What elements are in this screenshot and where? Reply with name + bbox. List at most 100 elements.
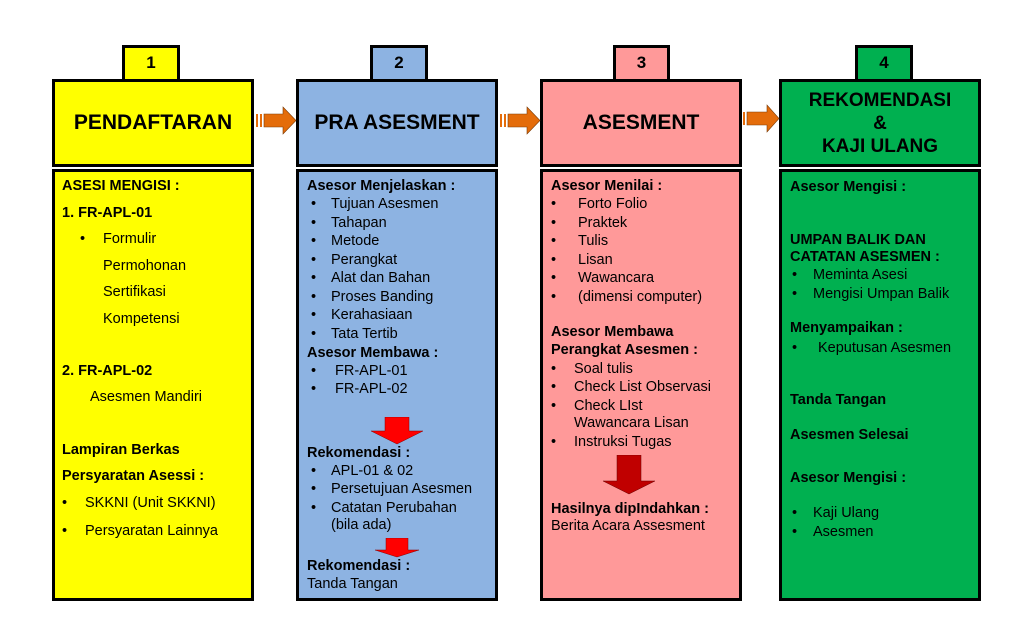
bullet: • bbox=[551, 361, 557, 377]
rec-item: Persetujuan Asesmen bbox=[331, 481, 473, 497]
done-label: Asesmen Selesai bbox=[790, 427, 909, 443]
step-4-title-line: REKOMENDASI bbox=[808, 89, 952, 111]
bullet: • bbox=[792, 505, 798, 521]
step-3-number: 3 bbox=[613, 45, 670, 82]
sign-label: Tanda Tangan bbox=[790, 392, 887, 408]
bullet: • bbox=[311, 307, 317, 323]
down-arrow-icon bbox=[374, 538, 420, 558]
bullet: • bbox=[551, 196, 557, 212]
rec-item: Catatan Perubahan bbox=[331, 500, 457, 516]
bring-item: Check LIst bbox=[574, 398, 643, 414]
step-3-content: Asesor Menilai : • Forto Folio • Praktek • Tu… bbox=[540, 169, 742, 601]
step-2-heading: Asesor Menjelaskan : bbox=[307, 178, 456, 194]
bring-item: Soal tulis bbox=[574, 361, 633, 377]
down-arrow-icon bbox=[602, 455, 656, 495]
list-item: Proses Banding bbox=[331, 288, 434, 305]
list-item: Tulis bbox=[578, 233, 609, 250]
bullet: • bbox=[792, 286, 798, 302]
step-2-content: Asesor Menjelaskan : •Tujuan Asesmen•Tah… bbox=[296, 169, 498, 601]
list-item: Lisan bbox=[578, 251, 613, 268]
result-heading: Hasilnya dipIndahkan : bbox=[551, 501, 709, 517]
rec2-heading: Rekomendasi : bbox=[307, 558, 411, 574]
bring-item: Instruksi Tugas bbox=[574, 434, 672, 450]
rec-item: APL-01 & 02 bbox=[331, 463, 414, 479]
form2-desc: Asesmen Mandiri bbox=[90, 389, 203, 405]
step-1-title: PENDAFTARAN bbox=[52, 79, 254, 167]
feedback-item: Mengisi Umpan Balik bbox=[813, 286, 950, 302]
bullet: • bbox=[551, 233, 557, 250]
attach-heading: Lampiran Berkas bbox=[62, 442, 180, 458]
rec-item: (bila ada) bbox=[331, 517, 392, 533]
step-4-title-line: KAJI ULANG bbox=[821, 135, 939, 157]
feedback-item: Meminta Asesi bbox=[813, 267, 908, 283]
list-item: Forto Folio bbox=[578, 196, 648, 212]
step-2-title: PRA ASESMENT bbox=[296, 79, 498, 167]
right-arrow-icon bbox=[743, 104, 780, 133]
bullet: • bbox=[551, 270, 557, 287]
bullet: • bbox=[311, 233, 317, 249]
step-4-title: REKOMENDASI & KAJI ULANG bbox=[779, 79, 981, 167]
list-item: Praktek bbox=[578, 214, 628, 231]
list-item: (dimensi computer) bbox=[578, 289, 703, 305]
bullet: • bbox=[792, 340, 798, 356]
bullet: • bbox=[80, 231, 86, 247]
bullet: • bbox=[792, 267, 798, 283]
rec-heading: Rekomendasi : bbox=[307, 445, 411, 461]
attach-heading: Persyaratan Asessi : bbox=[62, 468, 205, 484]
bullet: • bbox=[311, 381, 317, 397]
list-item: Tata Tertib bbox=[331, 325, 398, 342]
step-1-heading: ASESI MENGISI : bbox=[62, 178, 180, 194]
list-item: Tujuan Asesmen bbox=[331, 196, 439, 212]
bullet: • bbox=[311, 288, 317, 305]
bullet: • bbox=[311, 251, 317, 268]
form1-desc: Permohonan bbox=[103, 258, 187, 274]
step-4-title-line: & bbox=[873, 112, 887, 134]
rec2-text: Tanda Tangan bbox=[307, 576, 398, 592]
bullet: • bbox=[311, 270, 317, 286]
feedback-heading: CATATAN ASESMEN : bbox=[790, 249, 940, 265]
bullet: • bbox=[311, 196, 317, 212]
bullet: • bbox=[62, 523, 68, 539]
right-arrow-icon bbox=[256, 106, 297, 135]
bullet: • bbox=[311, 325, 317, 342]
bullet: • bbox=[311, 481, 317, 497]
step-4-content: Asesor Mengisi : UMPAN BALIK DAN CATATAN… bbox=[779, 169, 981, 601]
bring-item: FR-APL-01 bbox=[335, 363, 408, 379]
step-3-heading: Asesor Menilai : bbox=[551, 178, 663, 194]
list-item: Metode bbox=[331, 233, 380, 249]
attach-item: Persyaratan Lainnya bbox=[85, 523, 218, 539]
feedback-heading: UMPAN BALIK DAN bbox=[790, 232, 926, 248]
bullet: • bbox=[311, 363, 317, 379]
bring-heading: Asesor Membawa : bbox=[307, 345, 439, 361]
list-item: Alat dan Bahan bbox=[331, 270, 431, 286]
bullet: • bbox=[551, 214, 557, 231]
bullet: • bbox=[551, 398, 557, 414]
bullet: • bbox=[311, 214, 317, 231]
form1-desc: Kompetensi bbox=[103, 311, 180, 327]
bullet: • bbox=[62, 495, 68, 511]
bullet: • bbox=[792, 524, 798, 540]
form1-desc: Sertifikasi bbox=[103, 284, 166, 300]
bullet: • bbox=[551, 434, 557, 450]
bullet: • bbox=[311, 463, 317, 479]
bring-item: Check List Observasi bbox=[574, 379, 711, 395]
bring-heading: Asesor Membawa bbox=[551, 324, 674, 340]
bring-heading: Perangkat Asesmen : bbox=[551, 342, 698, 358]
bullet: • bbox=[551, 251, 557, 268]
deliver-item: Keputusan Asesmen bbox=[818, 340, 952, 356]
step-4-heading: Asesor Mengisi : bbox=[790, 179, 907, 195]
bring-item: Wawancara Lisan bbox=[574, 415, 689, 431]
form-fr-apl-02: 2. FR-APL-02 bbox=[62, 363, 153, 379]
list-item: Perangkat bbox=[331, 251, 398, 268]
bullet: • bbox=[311, 500, 317, 516]
form-fr-apl-01: 1. FR-APL-01 bbox=[62, 205, 153, 221]
down-arrow-icon bbox=[370, 417, 424, 445]
step-1-content: ASESI MENGISI : 1. FR-APL-01 • Formulir … bbox=[52, 169, 254, 601]
final-item: Asesmen bbox=[813, 524, 874, 540]
attach-item: SKKNI (Unit SKKNI) bbox=[85, 495, 216, 511]
right-arrow-icon bbox=[500, 106, 541, 135]
step-1-number: 1 bbox=[122, 45, 180, 82]
result-text: Berita Acara Assesment bbox=[551, 518, 705, 534]
step-4-number: 4 bbox=[855, 45, 913, 82]
